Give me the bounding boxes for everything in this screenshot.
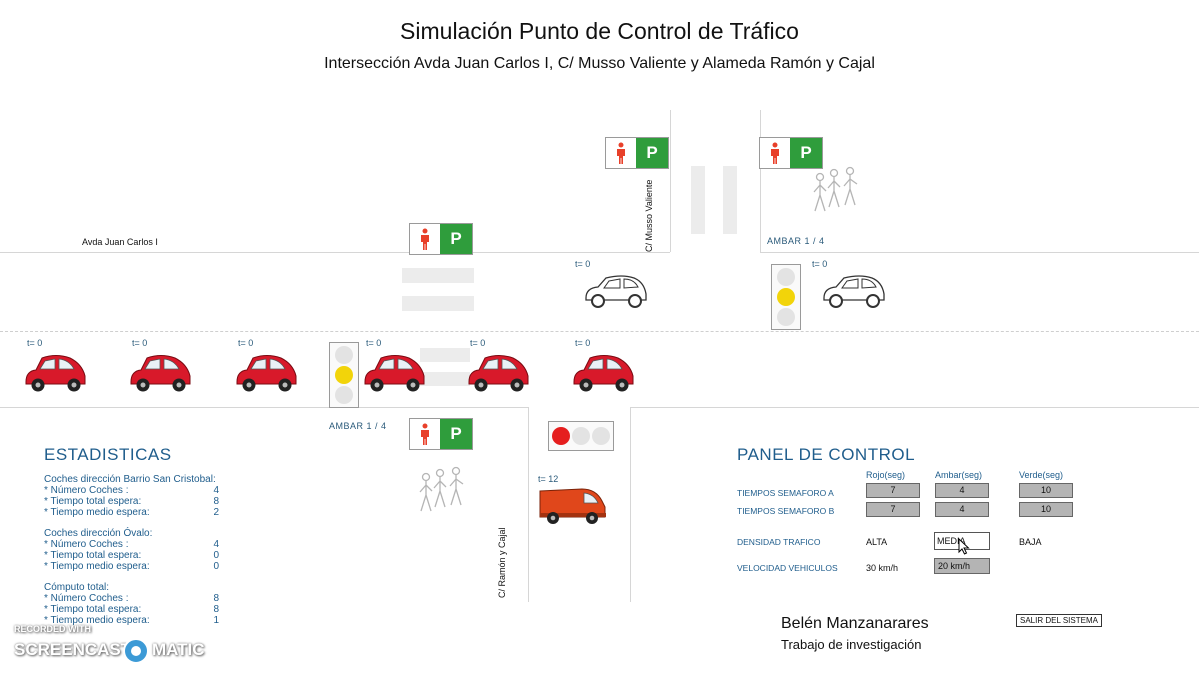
street-label-ramon: C/ Ramón y Cajal [497, 527, 507, 598]
column-header-verde: Verde(seg) [1019, 470, 1064, 480]
car-timer: t= 0 [238, 338, 254, 348]
stats-group-heading: Cómputo total: [44, 582, 110, 593]
stats-row: * Número Coches :8 [44, 593, 219, 604]
pedestrian-red-icon [606, 138, 636, 168]
parking-icon: P [636, 138, 668, 168]
traffic-light-lamp [777, 308, 795, 326]
red-car-icon [235, 352, 299, 399]
car-timer: t= 0 [575, 259, 591, 269]
traffic-light-a [771, 264, 801, 330]
van-timer: t= 12 [538, 474, 559, 484]
semaforo-a-ambar-input[interactable]: 4 [935, 483, 989, 498]
column-header-ambar: Ambar(seg) [935, 470, 983, 480]
screencast-logo-icon [122, 637, 150, 670]
traffic-light-lamp [592, 427, 610, 445]
semaforo-b-rojo-input[interactable]: 7 [866, 502, 920, 517]
amber-status-bottom: AMBAR 1 / 4 [329, 421, 387, 431]
traffic-light-lamp [335, 346, 353, 364]
density-option-alta[interactable]: ALTA [866, 537, 888, 547]
traffic-light-lamp [335, 386, 353, 404]
speed-option-20[interactable]: 20 km/h [934, 558, 990, 574]
pedestrians-group-icon [416, 465, 472, 522]
car-timer: t= 0 [575, 338, 591, 348]
page-title: Simulación Punto de Control de Tráfico [400, 18, 799, 44]
semaforo-b-label: TIEMPOS SEMAFORO B [737, 506, 835, 516]
stats-title: ESTADISTICAS [44, 445, 172, 464]
stats-row: * Tiempo medio espera:0 [44, 561, 219, 572]
speed-option-30[interactable]: 30 km/h [866, 563, 899, 573]
pedestrian-red-icon [760, 138, 790, 168]
semaforo-a-verde-input[interactable]: 10 [1019, 483, 1073, 498]
pedestrians-group-icon [810, 165, 866, 222]
traffic-light-b [329, 342, 359, 408]
density-label: DENSIDAD TRAFICO [737, 537, 821, 547]
mouse-cursor-icon [958, 537, 970, 560]
traffic-light-c [548, 421, 614, 451]
traffic-light-lamp [777, 268, 795, 286]
speed-label: VELOCIDAD VEHICULOS [737, 563, 838, 573]
stats-row: * Número Coches :4 [44, 539, 219, 550]
pedestrian-parking-sign: P [759, 137, 823, 169]
car-timer: t= 0 [366, 338, 382, 348]
parking-icon: P [440, 419, 472, 449]
exit-system-button[interactable]: SALIR DEL SISTEMA [1016, 614, 1102, 627]
traffic-light-lamp [777, 288, 795, 306]
stats-row: * Tiempo medio espera:1 [44, 615, 219, 626]
pedestrian-parking-sign: P [409, 418, 473, 450]
red-car-icon [467, 352, 531, 399]
pedestrian-parking-sign: P [409, 223, 473, 255]
street-label-musso: C/ Musso Valiente [644, 179, 654, 252]
traffic-light-lamp [552, 427, 570, 445]
column-header-rojo: Rojo(seg) [866, 470, 906, 480]
stats-group-heading: Coches dirección Barrio San Cristobal: [44, 474, 216, 485]
stats-row: * Número Coches :4 [44, 485, 219, 496]
pedestrian-red-icon [410, 419, 440, 449]
car-timer: t= 0 [27, 338, 43, 348]
stats-row: * Tiempo total espera:8 [44, 604, 219, 615]
traffic-light-lamp [572, 427, 590, 445]
semaforo-b-ambar-input[interactable]: 4 [935, 502, 989, 517]
amber-status-top: AMBAR 1 / 4 [767, 236, 825, 246]
stats-row: * Tiempo medio espera:2 [44, 507, 219, 518]
parking-icon: P [790, 138, 822, 168]
page-subtitle: Intersección Avda Juan Carlos I, C/ Muss… [324, 55, 875, 72]
pedestrian-parking-sign: P [605, 137, 669, 169]
control-panel-title: PANEL DE CONTROL [737, 445, 916, 464]
density-option-baja[interactable]: BAJA [1019, 537, 1042, 547]
white-car-icon [820, 272, 888, 315]
semaforo-a-label: TIEMPOS SEMAFORO A [737, 488, 834, 498]
red-car-icon [24, 352, 88, 399]
traffic-light-lamp [335, 366, 353, 384]
red-car-icon [129, 352, 193, 399]
author-subtitle: Trabajo de investigación [781, 637, 922, 652]
red-car-icon [363, 352, 427, 399]
pedestrian-red-icon [410, 224, 440, 254]
watermark-line2: SCREENCAST [14, 640, 132, 659]
stats-row: * Tiempo total espera:0 [44, 550, 219, 561]
red-car-icon [572, 352, 636, 399]
van-icon [538, 485, 608, 532]
car-timer: t= 0 [812, 259, 828, 269]
car-timer: t= 0 [470, 338, 486, 348]
watermark-line1: RECORDED WITH [14, 624, 91, 634]
watermark-line3: MATIC [152, 640, 205, 659]
author-name: Belén Manzanarares [781, 615, 929, 632]
stats-row: * Tiempo total espera:8 [44, 496, 219, 507]
white-car-icon [582, 272, 650, 315]
semaforo-b-verde-input[interactable]: 10 [1019, 502, 1073, 517]
stats-group-heading: Coches dirección Óvalo: [44, 528, 153, 539]
parking-icon: P [440, 224, 472, 254]
car-timer: t= 0 [132, 338, 148, 348]
stats-panel: Coches dirección Barrio San Cristobal: *… [44, 474, 244, 626]
semaforo-a-rojo-input[interactable]: 7 [866, 483, 920, 498]
street-label-avda: Avda Juan Carlos I [82, 237, 158, 247]
